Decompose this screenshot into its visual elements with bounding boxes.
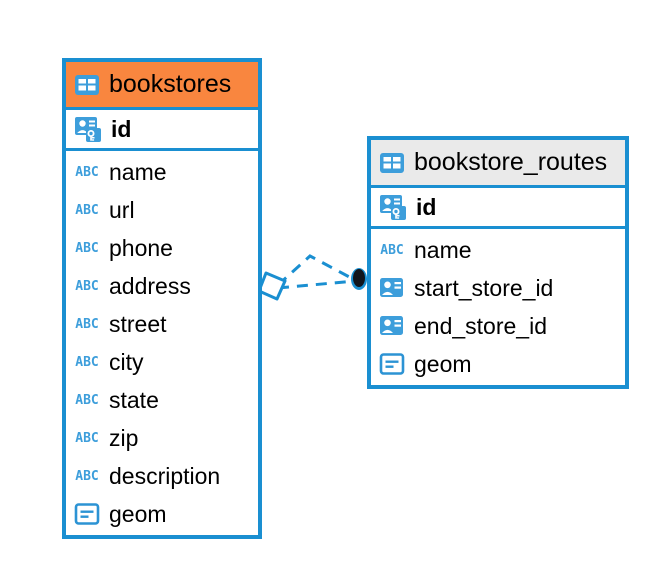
primary-key-icon	[379, 193, 407, 221]
field-row-city[interactable]: ABC city	[66, 343, 258, 381]
field-row-description[interactable]: ABC description	[66, 457, 258, 495]
field-name: phone	[109, 234, 173, 261]
field-name: url	[109, 196, 135, 223]
field-name: geom	[109, 500, 167, 527]
field-name: id	[416, 193, 437, 220]
abc-text-icon: ABC	[380, 242, 404, 258]
geometry-icon	[379, 352, 405, 376]
columns-section-bookstore-routes: ABC name start_store_id	[371, 229, 625, 385]
field-name: state	[109, 386, 159, 413]
field-row-zip[interactable]: ABC zip	[66, 419, 258, 457]
field-name: id	[111, 115, 132, 142]
field-name: name	[109, 158, 167, 185]
field-row-geom[interactable]: geom	[371, 345, 625, 383]
entity-header-bookstore-routes[interactable]: bookstore_routes	[371, 140, 625, 188]
relationship-line-lower	[277, 279, 356, 290]
geometry-icon	[74, 502, 100, 526]
field-name: city	[109, 348, 144, 375]
abc-text-icon: ABC	[75, 164, 99, 180]
abc-text-icon: ABC	[75, 202, 99, 218]
field-name: street	[109, 310, 167, 337]
abc-text-icon: ABC	[75, 240, 99, 256]
field-row-start-store-id[interactable]: start_store_id	[371, 269, 625, 307]
abc-text-icon: ABC	[75, 468, 99, 484]
field-row-end-store-id[interactable]: end_store_id	[371, 307, 625, 345]
relationship-line-upper	[276, 254, 356, 287]
table-icon	[379, 152, 405, 174]
table-icon	[74, 74, 100, 96]
field-row-id[interactable]: id	[371, 188, 625, 226]
field-name: description	[109, 462, 221, 489]
field-name: zip	[109, 424, 139, 451]
abc-text-icon: ABC	[75, 278, 99, 294]
field-row-name[interactable]: ABC name	[66, 153, 258, 191]
abc-text-icon: ABC	[75, 430, 99, 446]
primary-key-icon	[74, 115, 102, 143]
columns-section-bookstores: ABC name ABC url ABC phone ABC address A…	[66, 151, 258, 535]
entity-title: bookstore_routes	[414, 148, 608, 176]
field-row-phone[interactable]: ABC phone	[66, 229, 258, 267]
field-row-url[interactable]: ABC url	[66, 191, 258, 229]
field-name: end_store_id	[414, 312, 547, 339]
field-row-name[interactable]: ABC name	[371, 231, 625, 269]
entity-table-bookstores[interactable]: bookstores	[62, 58, 262, 539]
entity-title: bookstores	[109, 70, 232, 98]
filled-circle-marker	[351, 268, 367, 290]
field-name: address	[109, 272, 191, 299]
entity-table-bookstore-routes[interactable]: bookstore_routes	[367, 136, 629, 389]
primary-key-section-bookstores: id	[66, 110, 258, 151]
abc-text-icon: ABC	[75, 392, 99, 408]
entity-header-bookstores[interactable]: bookstores	[66, 62, 258, 110]
foreign-key-icon	[379, 276, 405, 300]
primary-key-section-bookstore-routes: id	[371, 188, 625, 229]
foreign-key-icon	[379, 314, 405, 338]
field-name: geom	[414, 350, 472, 377]
field-row-id[interactable]: id	[66, 110, 258, 148]
field-name: name	[414, 236, 472, 263]
field-name: start_store_id	[414, 274, 554, 301]
field-row-address[interactable]: ABC address	[66, 267, 258, 305]
abc-text-icon: ABC	[75, 316, 99, 332]
diamond-marker	[257, 271, 287, 301]
abc-text-icon: ABC	[75, 354, 99, 370]
field-row-state[interactable]: ABC state	[66, 381, 258, 419]
field-row-geom[interactable]: geom	[66, 495, 258, 533]
field-row-street[interactable]: ABC street	[66, 305, 258, 343]
